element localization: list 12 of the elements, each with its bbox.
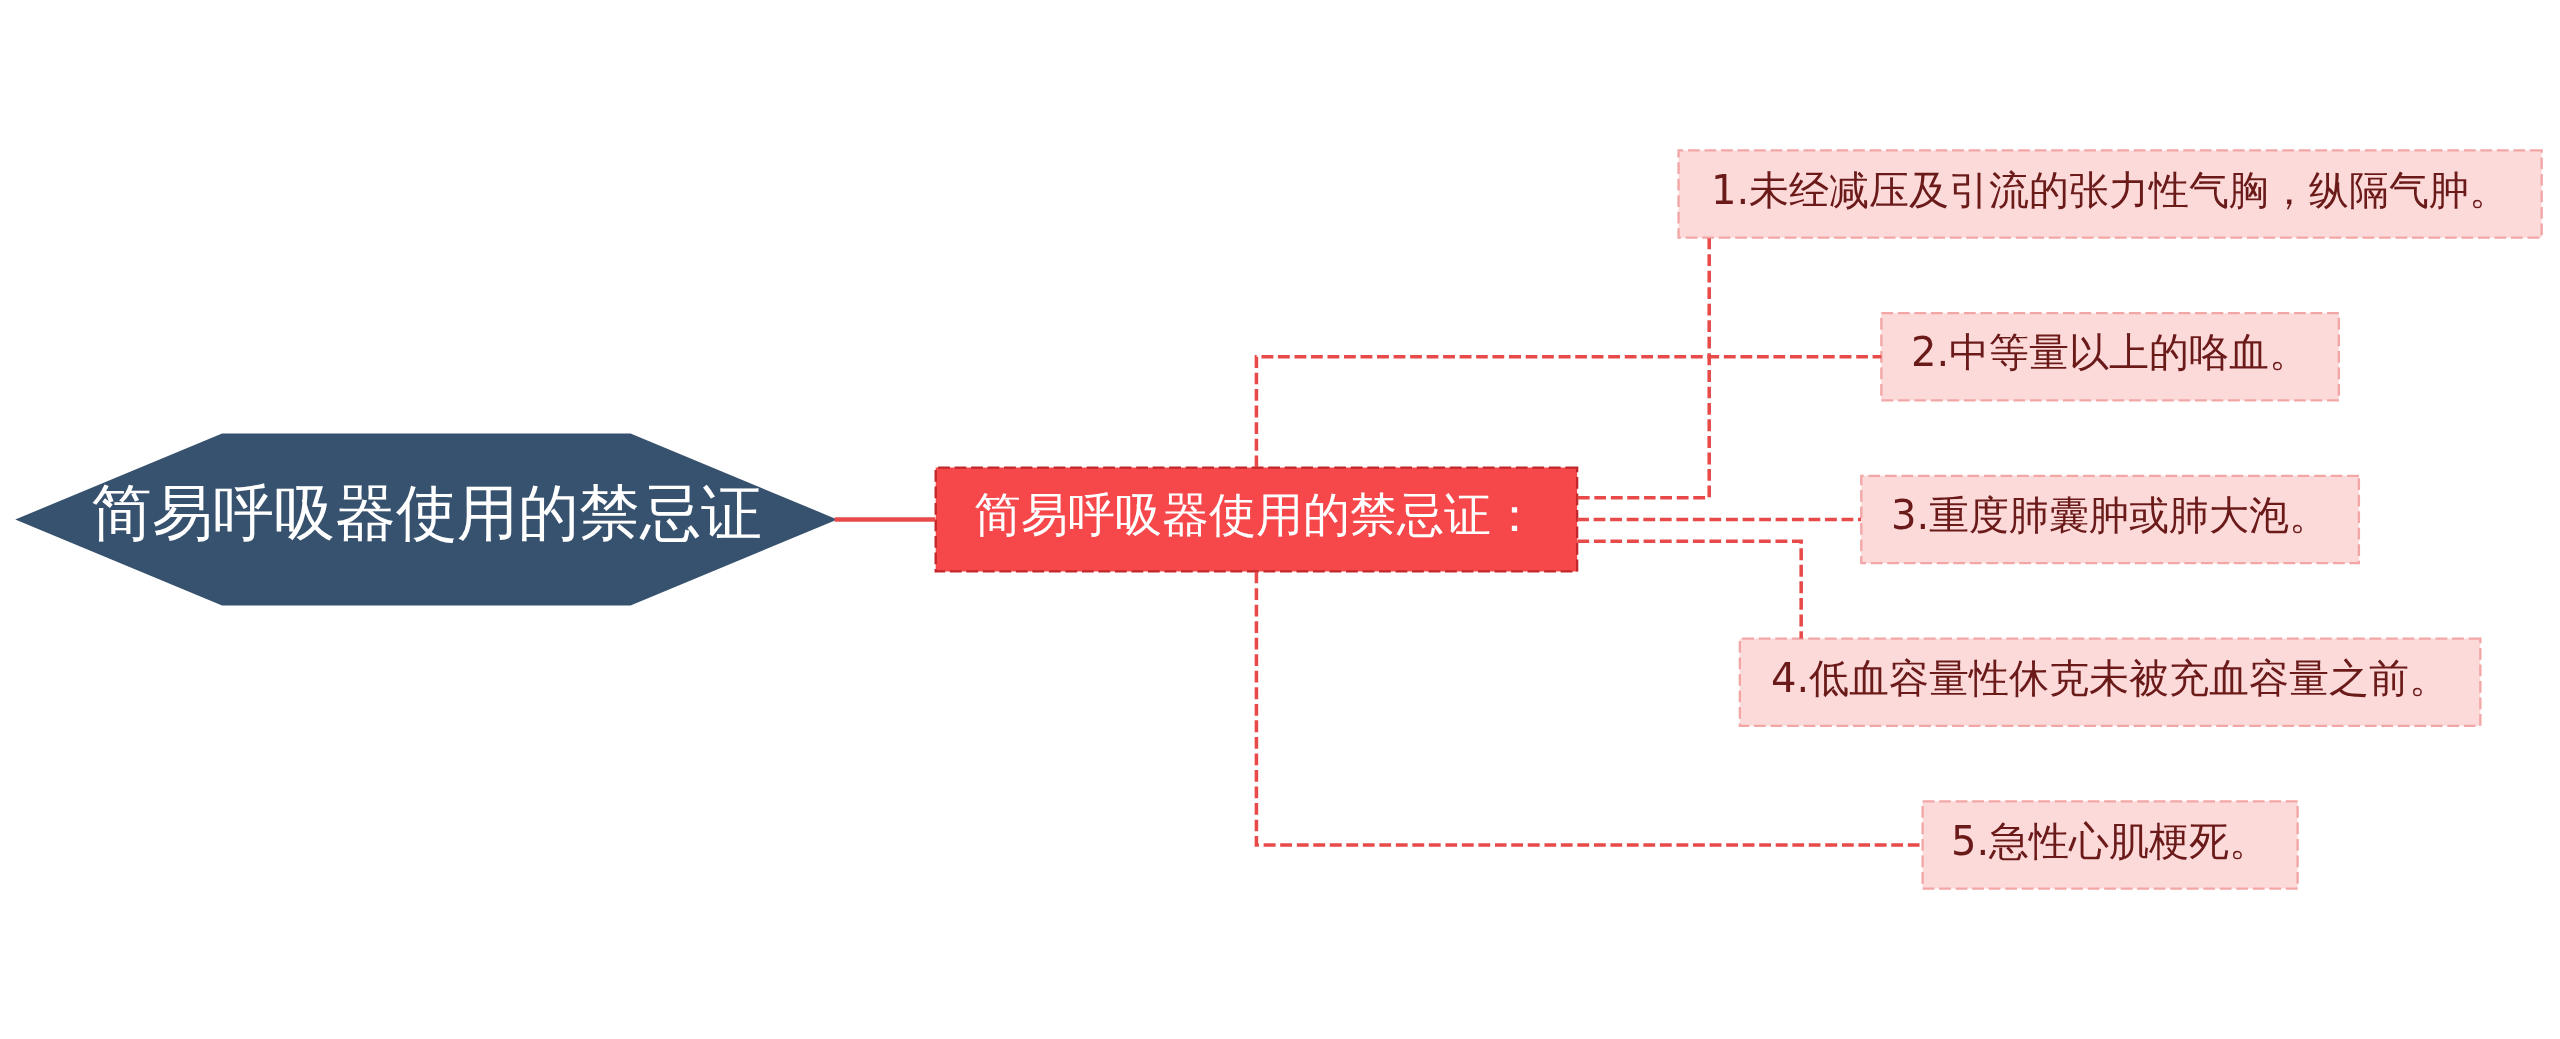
node-box: 1.未经减压及引流的张力性气胸，纵隔气肿。 — [1677, 149, 2543, 239]
connector — [834, 517, 936, 522]
node-box: 5.急性心肌梗死。 — [1921, 800, 2299, 890]
node-box: 简易呼吸器使用的禁忌证： — [934, 466, 1579, 573]
connector — [1577, 238, 1711, 500]
connector — [1577, 517, 1862, 522]
connector — [1254, 571, 1922, 847]
node-box: 4.低血容量性休克未被充血容量之前。 — [1738, 637, 2482, 728]
connector — [1254, 355, 1882, 468]
connector — [1577, 539, 1803, 639]
node-box: 2.中等量以上的咯血。 — [1880, 311, 2341, 402]
node-box: 3.重度肺囊肿或肺大泡。 — [1860, 474, 2361, 565]
